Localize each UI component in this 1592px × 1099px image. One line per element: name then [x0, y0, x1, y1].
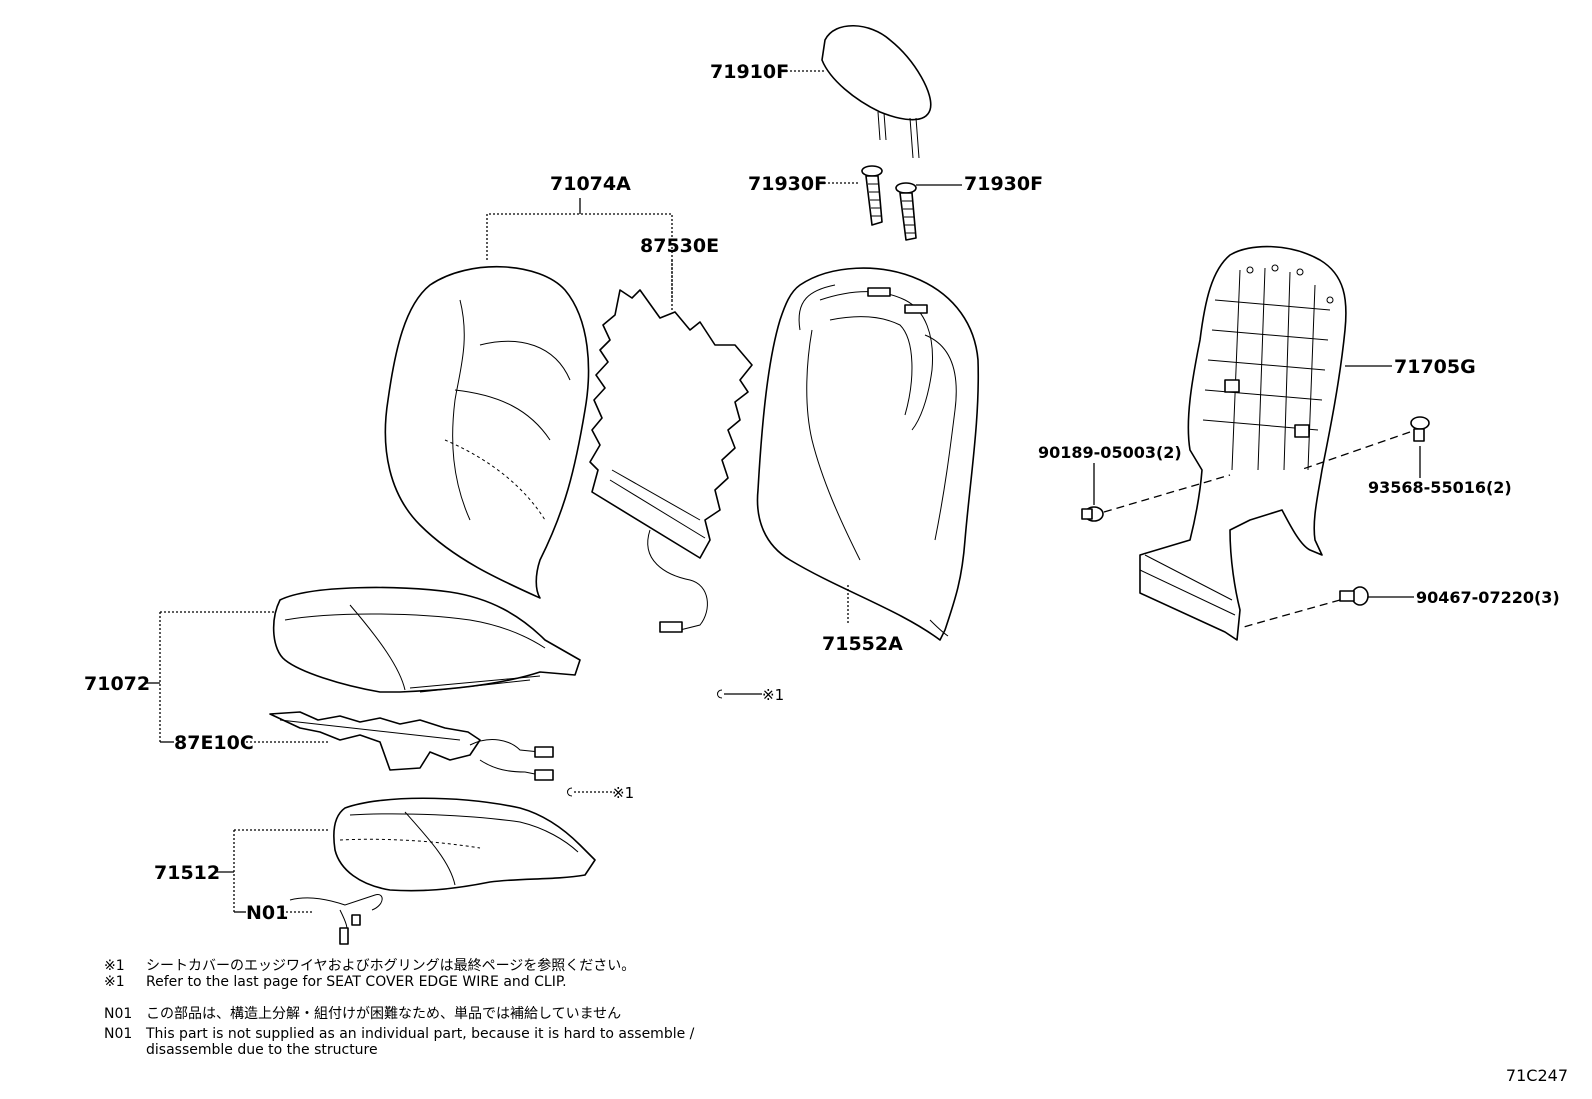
seatback-heater-mat[interactable]	[589, 289, 753, 633]
edge-wire-ref-2: ※1	[567, 784, 634, 802]
bolt-93568[interactable]	[1410, 416, 1430, 442]
clip-90467[interactable]	[1339, 586, 1369, 606]
seatback-pad[interactable]	[756, 267, 980, 641]
label-90189: 90189-05003(2)	[1038, 443, 1182, 462]
label-71930F-left: 71930F	[748, 173, 827, 195]
cushion-wire-harness[interactable]	[289, 894, 383, 945]
svg-text:※1: ※1	[762, 686, 784, 704]
label-71072: 71072	[84, 673, 150, 695]
label-71910F: 71910F	[710, 61, 789, 83]
svg-text:※1: ※1	[612, 784, 634, 802]
label-87E10C: 87E10C	[174, 732, 254, 754]
label-71930F-right: 71930F	[964, 173, 1043, 195]
headrest-support-left[interactable]	[861, 165, 883, 226]
label-71705G: 71705G	[1394, 356, 1476, 378]
label-93568: 93568-55016(2)	[1368, 478, 1512, 497]
label-71512: 71512	[154, 862, 220, 884]
label-71074A: 71074A	[550, 173, 631, 195]
diagram-code: 71C247	[1505, 1066, 1568, 1085]
cushion-heater-mat[interactable]	[269, 711, 554, 781]
headrest-part[interactable]	[821, 24, 932, 159]
headrest-support-right[interactable]	[895, 182, 917, 241]
label-90467: 90467-07220(3)	[1416, 588, 1560, 607]
cushion-pad[interactable]	[333, 797, 596, 892]
cushion-cover[interactable]	[272, 586, 581, 693]
label-N01: N01	[246, 902, 288, 924]
label-71552A: 71552A	[822, 633, 903, 655]
label-87530E: 87530E	[640, 235, 719, 257]
clip-90189[interactable]	[1081, 506, 1104, 522]
seatback-board[interactable]	[1139, 245, 1347, 641]
edge-wire-ref-1: ※1	[717, 686, 784, 704]
seatback-cover[interactable]	[384, 265, 590, 599]
